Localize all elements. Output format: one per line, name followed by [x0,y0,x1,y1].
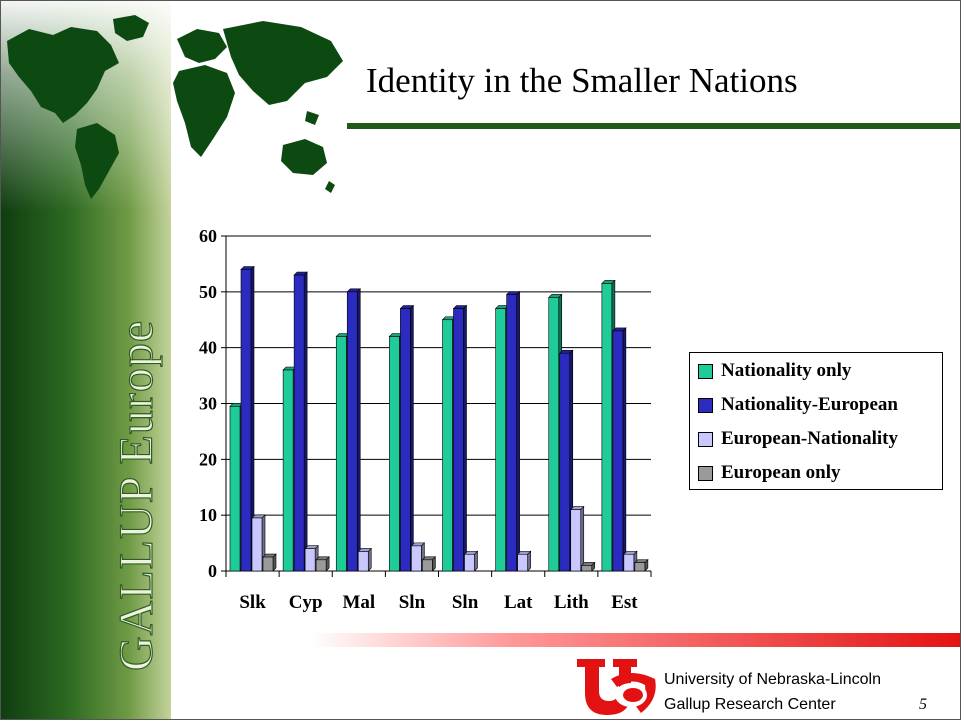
legend-label: European only [721,462,841,483]
map-north-america [7,27,119,123]
bar-side [356,288,361,572]
x-tick-label: Mal [342,592,375,613]
x-tick-label: Sln [399,592,426,613]
x-tick-label: Cyp [289,592,323,613]
title-underline [347,123,960,129]
bar [581,565,593,572]
bar [400,308,411,572]
bar-side [410,304,414,572]
x-tick-label: Lith [554,592,589,613]
bar-side [303,271,308,572]
map-europe [177,29,227,63]
legend-label: European-Nationality [721,428,899,449]
y-tick-label: 40 [199,338,217,358]
legend-item-european-only: European only [698,462,841,483]
y-tick-label: 20 [199,449,217,469]
bar-side [516,290,520,572]
bar [411,545,422,572]
sidebar-brand: GALLUP Europe [109,319,163,671]
bar [506,294,517,572]
map-asia [223,21,343,105]
bar [293,274,305,572]
world-map-icon [7,15,343,199]
legend-item-nationality-european: Nationality-European [698,394,899,415]
legend-swatch [698,465,713,481]
university-logo-icon [577,659,656,715]
bar [517,553,528,572]
bar-side [463,304,467,572]
page-number: 5 [919,696,927,713]
footer-university: University of Nebraska-Lincoln [664,671,881,688]
legend-item-nationality-only: Nationality only [698,360,852,381]
bar [442,319,453,572]
legend-label: Nationality-European [721,394,899,415]
x-tick-label: Est [611,592,638,613]
bar [634,562,646,572]
map-australia [281,139,327,175]
bar [601,283,613,572]
accent-bar [311,633,960,647]
legend-item-european-nationality: European-Nationality [698,428,899,449]
slide-title: Identity in the Smaller Nations [366,61,798,100]
bar [548,297,560,572]
bar-side [580,505,585,572]
map-islands [305,111,335,193]
bar [623,553,635,572]
map-greenland [113,15,149,41]
bar [570,509,582,572]
map-africa [173,65,235,157]
bar [612,330,624,572]
bar [282,369,294,572]
y-tick-label: 10 [199,505,217,525]
bar [464,553,475,572]
bar [495,308,506,572]
bar [357,551,369,572]
bar-side [367,547,372,572]
legend-label: Nationality only [721,360,852,381]
y-tick-label: 60 [199,226,217,246]
x-tick-label: Lat [504,592,533,613]
legend-swatch [698,363,713,379]
bar [453,308,464,572]
legend-swatch [698,397,713,413]
y-tick-label: 50 [199,282,217,302]
map-south-america [75,123,119,199]
bar [559,352,571,572]
legend-swatch [698,431,713,447]
x-tick-label: Sln [452,592,479,613]
footer-center: Gallup Research Center [664,696,836,713]
bar [262,556,274,572]
y-tick-label: 30 [199,394,217,414]
y-tick-label: 0 [208,561,217,581]
bar-side [622,327,627,572]
bar [240,269,252,572]
bar [229,405,241,572]
x-tick-label: Slk [239,592,266,613]
chart-legend: Nationality only Nationality-European Eu… [689,352,943,490]
bar [251,517,263,572]
bar [304,548,316,572]
bar [315,559,327,572]
bar [422,559,433,572]
bar [335,336,347,572]
bar [389,336,400,572]
bar [346,291,358,572]
